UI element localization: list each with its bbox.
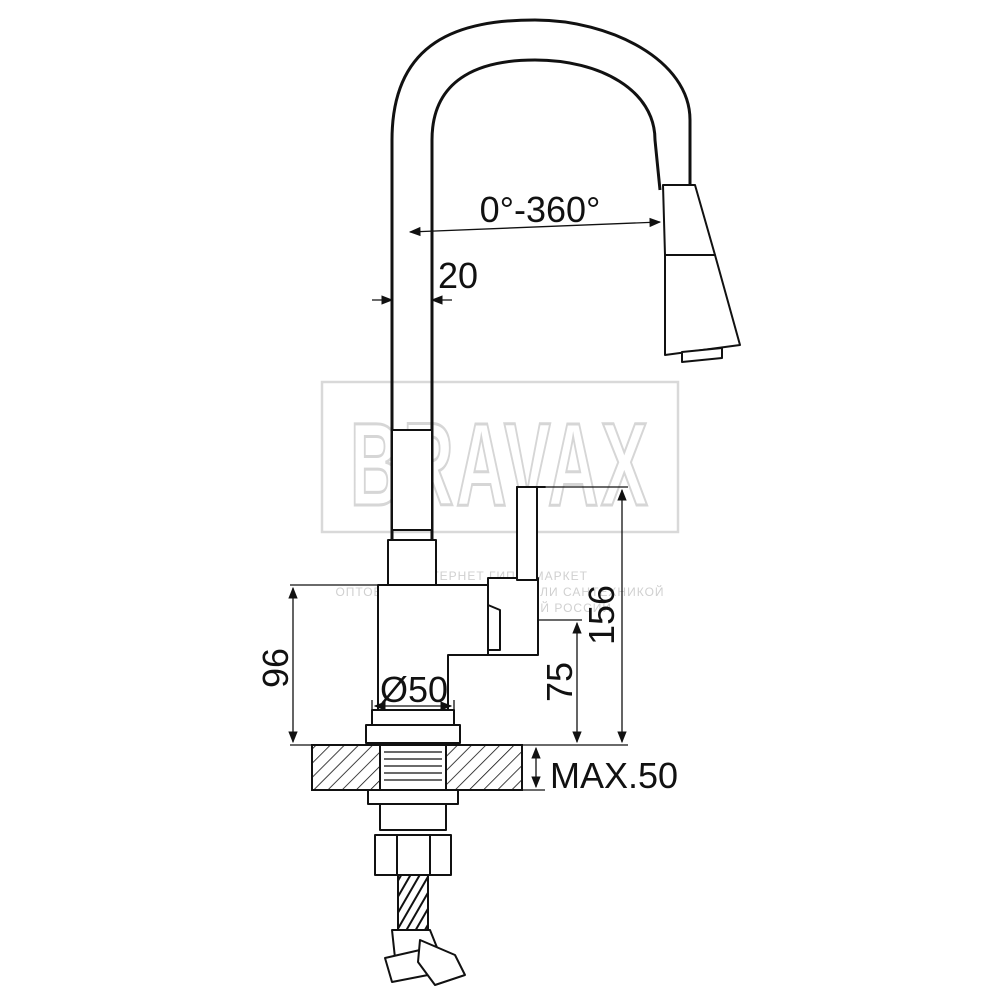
countertop-thickness-label: MAX.50 (550, 755, 678, 796)
lever-cartridge-ring (487, 604, 501, 651)
spout (387, 18, 692, 586)
base-diameter-label: Ø50 (380, 669, 448, 710)
lever-handle (516, 486, 538, 581)
lever-height-label: 75 (539, 662, 580, 702)
faucet-body (377, 486, 546, 711)
spout-inner-edge (430, 58, 662, 540)
base-gasket (365, 724, 461, 744)
total-height-label: 156 (581, 585, 622, 645)
mounting (311, 709, 523, 876)
hose-diameter-label: 20 (438, 255, 478, 296)
mounting-washer (367, 789, 459, 805)
mounting-nut (374, 834, 452, 876)
base-ring (371, 709, 455, 726)
spout-base-sleeve (387, 539, 437, 586)
watermark-line-1: ИНТЕРНЕТ ГИПЕРМАРКЕТ (412, 569, 588, 583)
spray-head-upper (662, 184, 716, 256)
rotation-label: 0°-360° (480, 189, 601, 230)
spray-head (662, 184, 741, 363)
rotation-dimension-line (408, 217, 662, 237)
stud-thread (384, 751, 442, 781)
spout-outer-edge (390, 18, 692, 540)
hose-nut-right (417, 939, 466, 986)
base-height-label: 96 (255, 648, 296, 688)
supply-hoses (384, 874, 466, 986)
watermark-frame (320, 380, 680, 534)
braided-hose (397, 874, 429, 931)
spout-collar (391, 429, 433, 531)
spray-head-lower (664, 254, 741, 356)
mounting-nut-top (379, 803, 447, 831)
dimensions: 0°-360° 20 96 Ø50 75 156 MAX.50 (255, 189, 678, 796)
spray-head-nozzle (681, 347, 723, 363)
